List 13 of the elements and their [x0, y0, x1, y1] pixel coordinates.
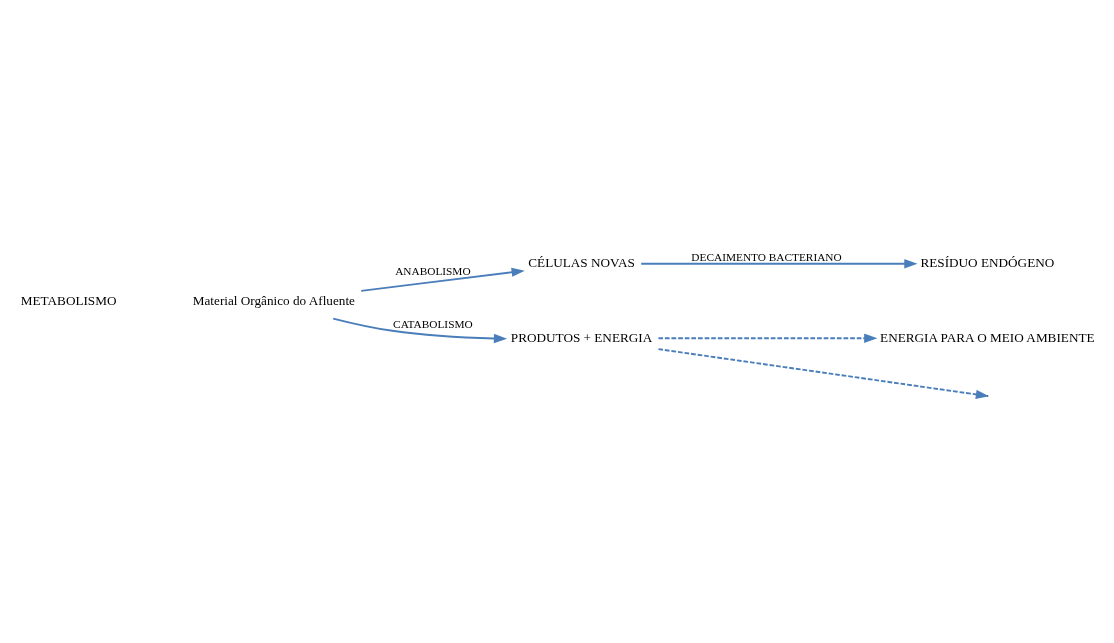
arrow	[332, 317, 508, 344]
edge-label: ANABOLISMO	[395, 264, 471, 277]
edge-label: DECAIMENTO BACTERIANO	[691, 250, 842, 263]
node-text: ENERGIA PARA O MEIO AMBIENTE	[880, 329, 1095, 345]
label: METABOLISMO	[20, 293, 117, 308]
arrow	[657, 333, 878, 343]
arrow	[640, 259, 918, 269]
node-text: Material Orgânico do Afluente	[192, 293, 355, 308]
edge-label: CATABOLISMO	[393, 317, 473, 330]
arrow	[360, 267, 525, 292]
node-text: CÉLULAS NOVAS	[528, 255, 635, 271]
node-text: PRODUTOS + ENERGIA	[510, 329, 653, 345]
node-text: RESÍDUO ENDÓGENO	[920, 255, 1055, 271]
